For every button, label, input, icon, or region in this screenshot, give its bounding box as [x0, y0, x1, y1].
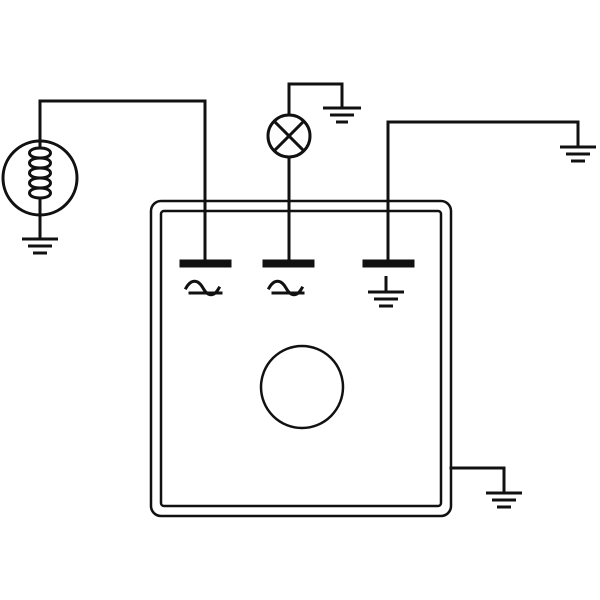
wire-terminal-3-to-ground — [386, 120, 580, 264]
terminal-1 — [179, 259, 232, 297]
wire-lamp-to-ground — [287, 82, 344, 117]
coil-component — [1, 136, 79, 217]
module-inner-border — [159, 209, 443, 508]
terminal-3 — [362, 259, 415, 308]
ground-icon — [560, 145, 596, 163]
module-enclosure — [149, 199, 453, 518]
wire-enclosure-to-ground — [449, 466, 506, 494]
terminal-1-bar — [179, 259, 232, 268]
ac-sine-icon — [183, 279, 223, 297]
ground-icon — [368, 276, 404, 308]
module-outer-border — [149, 199, 453, 518]
terminal-2-bar — [262, 259, 315, 268]
ac-sine-icon — [266, 279, 305, 297]
module-center-circle — [259, 344, 345, 430]
ground-icon — [486, 491, 522, 509]
terminal-3-bar — [362, 259, 415, 268]
inductor-coil-icon — [28, 136, 52, 217]
ground-icon — [22, 237, 58, 255]
wire-coil-to-terminal-1 — [38, 99, 207, 264]
lamp-icon — [266, 113, 312, 159]
ground-icon — [323, 106, 361, 124]
terminal-2 — [262, 259, 315, 297]
